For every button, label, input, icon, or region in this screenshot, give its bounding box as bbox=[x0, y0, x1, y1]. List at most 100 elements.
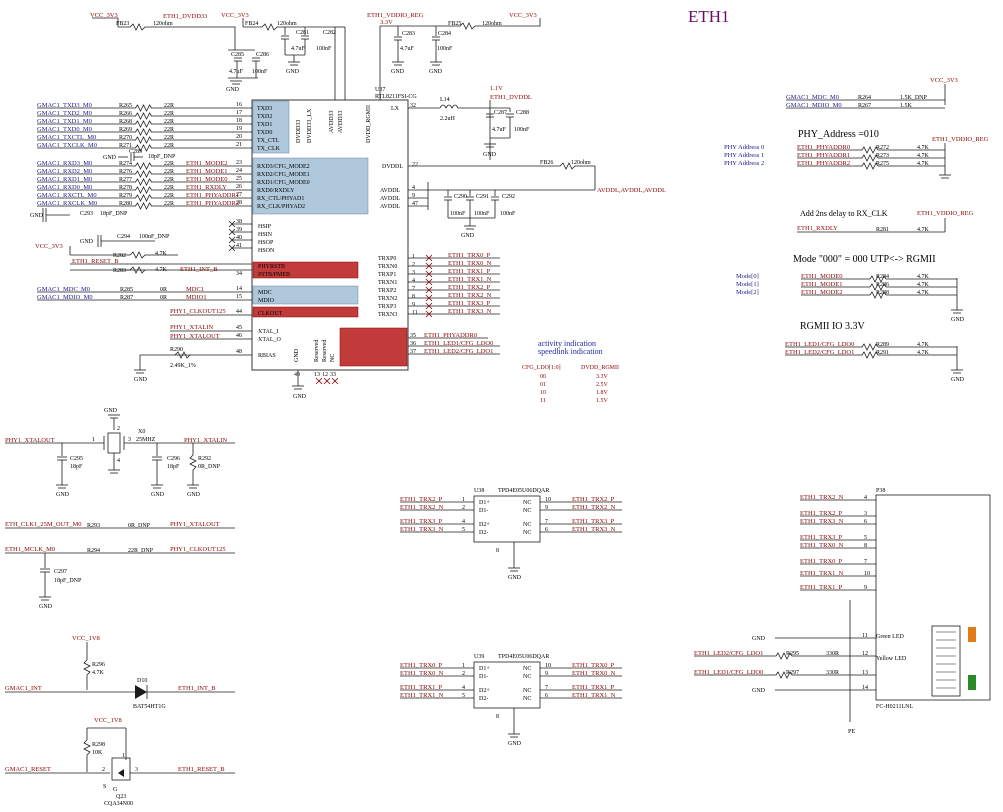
r298-value: 10K bbox=[92, 750, 103, 756]
phy-pin-xtal-o: XTAL_O bbox=[258, 337, 282, 343]
rj45-led-ref: R295 bbox=[786, 651, 799, 657]
tvs-num-left: 1 bbox=[462, 497, 465, 503]
c293-ref: C293 bbox=[80, 211, 93, 217]
activity-note: activity indication bbox=[538, 339, 596, 348]
tvs-num-left: 2 bbox=[462, 505, 465, 511]
mdc-net-right: GMAC1_MDC_M0 bbox=[786, 94, 839, 101]
tvs-pin-left: D2- bbox=[479, 530, 488, 536]
resistor-symbol bbox=[37, 128, 252, 136]
r290-value: 2.49K_1% bbox=[170, 363, 196, 369]
phy-pin-avddl-b: AVDDL bbox=[380, 196, 401, 202]
l14-ref: L14 bbox=[440, 97, 450, 103]
c287-value: 4.7uF bbox=[492, 127, 507, 133]
rj45-yellow-label: Yellow LED bbox=[876, 656, 907, 662]
rgmii-res-ref: R280 bbox=[119, 201, 132, 207]
rgmii-pin-num: 21 bbox=[236, 142, 242, 148]
led-strap-ref: R291 bbox=[876, 350, 889, 356]
clk-section: ETH_CLK1_25M_OUT_M0 R293 0R_DNP PHY1_XTA… bbox=[5, 521, 235, 610]
trx-cross bbox=[425, 302, 433, 310]
phy-pin-rbias: RBIAS bbox=[258, 353, 276, 359]
c295-value: 18pF bbox=[70, 464, 83, 470]
phy-pin-trx-num: 3 bbox=[412, 270, 415, 276]
rj45-pin-num: 3 bbox=[864, 511, 867, 517]
phy-pin-trx: TRXP1 bbox=[378, 272, 396, 278]
rgmii-pin-num: 24 bbox=[236, 168, 242, 174]
rgmii-res-value: 22R bbox=[164, 127, 174, 133]
tvs-pin-right: NC bbox=[523, 688, 531, 694]
c282-ref: C282 bbox=[323, 30, 336, 36]
crystal-section: GND X0 25MHZ 1 3 2 4 PHY1_XTALOUT PHY1_X… bbox=[5, 408, 235, 498]
tvs-net-right: ETH1_TRX3_P bbox=[572, 518, 615, 525]
phy-pin-avddl-num-c: 47 bbox=[412, 201, 418, 207]
phy-ref: U37 bbox=[375, 87, 385, 93]
phy-part: RTL8211FSI-CG bbox=[375, 94, 417, 100]
r283-value: 4.7K bbox=[155, 267, 168, 273]
led-strap-net: ETH1_LED1/CFG_LDO0 bbox=[785, 341, 854, 348]
rj45-pin-num: 5 bbox=[864, 535, 867, 541]
r264-ref: R264 bbox=[858, 95, 871, 101]
tvs-net-left: ETH1_TRX1_N bbox=[400, 692, 444, 699]
rj45-net: ETH1_TRX3_N bbox=[800, 518, 844, 525]
rj45-net: ETH1_TRX0_N bbox=[800, 542, 844, 549]
phy-pin-rgmii: RX_CTL/PHYAD1 bbox=[257, 196, 304, 202]
rgmii-pin-num: 23 bbox=[236, 160, 242, 166]
resistor-symbol bbox=[694, 652, 876, 660]
gnd-label-c297: GND bbox=[39, 604, 53, 610]
rj45-led-num: 12 bbox=[862, 651, 868, 657]
rgmii-res-value: 22R bbox=[164, 119, 174, 125]
tvs-net-right: ETH1_TRX2_N bbox=[572, 504, 616, 511]
c296-ref: C296 bbox=[167, 456, 180, 462]
rj45-pin-num: 10 bbox=[864, 571, 870, 577]
phy-pin-rgmii: TXD1 bbox=[257, 122, 272, 128]
phy-pin-mdc: MDC bbox=[258, 290, 272, 296]
gnd-label-x0: GND bbox=[104, 408, 118, 414]
c289-ref: C289 bbox=[129, 149, 142, 155]
rj45-net: ETH1_TRX3_P bbox=[800, 534, 843, 541]
trx-net: ETH1_TRX2_P bbox=[448, 284, 491, 291]
phy-pin-reserved-b: Reserved bbox=[322, 340, 328, 362]
phy-pin-clkout: CLKOUT bbox=[258, 311, 283, 317]
gnd-label-c284: GND bbox=[429, 69, 443, 75]
rgmii-res-value: 22R bbox=[164, 143, 174, 149]
phy-pin-hson: HSON bbox=[258, 248, 275, 254]
resistor-symbol bbox=[37, 202, 252, 210]
rgmii-res-ref: R265 bbox=[119, 103, 132, 109]
phy-pin-trx: TRXN1 bbox=[378, 280, 397, 286]
tvs-pin-right: NC bbox=[523, 530, 531, 536]
tvs-num-right: 10 bbox=[545, 663, 551, 669]
rgmii-pin-num: 20 bbox=[236, 134, 242, 140]
phy-addr-value: 4.7K bbox=[917, 161, 930, 167]
r287-ref: R287 bbox=[120, 295, 133, 301]
tvs-part: TPD4E05U06DQAR bbox=[498, 654, 549, 660]
led-strap-ref: R289 bbox=[876, 342, 889, 348]
phy-pin-avddl-num-a: 4 bbox=[412, 185, 415, 191]
trx-cross bbox=[425, 270, 433, 278]
trx-cross bbox=[425, 278, 433, 286]
resistor-symbol bbox=[37, 186, 252, 194]
q23-value: CQA34N00 bbox=[104, 801, 133, 807]
phy-pin-reserved-a: Reserved bbox=[314, 340, 320, 362]
int-intb-net: ETH1_INT_B bbox=[178, 685, 216, 692]
phy-pin-rgmii: TXD2 bbox=[257, 114, 272, 120]
tvs-pin-left: D2- bbox=[479, 696, 488, 702]
tvs-num-left: 1 bbox=[462, 663, 465, 669]
rgmii-net-left: GMAC1_RXD3_M0 bbox=[37, 160, 92, 167]
r264-value: 1.5K_DNP bbox=[900, 95, 927, 101]
r292-ref: R292 bbox=[198, 456, 211, 462]
phy-addr-net: ETH1_PHYADDR1 bbox=[797, 152, 850, 159]
ldo-header-cfg: CFG_LDO[1:0] bbox=[522, 365, 561, 371]
gnd-label-c293: GND bbox=[30, 213, 44, 219]
c287-ref: C287 bbox=[494, 110, 507, 116]
rgmii-res-value: 22R bbox=[164, 161, 174, 167]
rgmii-strap-net: ETH1_RXDLY bbox=[186, 184, 227, 191]
phy-pin-dvdd-rgmii: DVDD_RGMII bbox=[366, 105, 372, 143]
phy-led-net-0: ETH1_PHYADDR0 bbox=[424, 332, 477, 339]
fb26-ref: FB26 bbox=[540, 160, 553, 166]
x0-pin2: 2 bbox=[117, 426, 120, 432]
rgmii-net-left: GMAC1_RXCTL_M0 bbox=[37, 192, 97, 199]
c284-value: 100nF bbox=[437, 46, 453, 52]
v11-label: 1.1V bbox=[490, 85, 503, 92]
